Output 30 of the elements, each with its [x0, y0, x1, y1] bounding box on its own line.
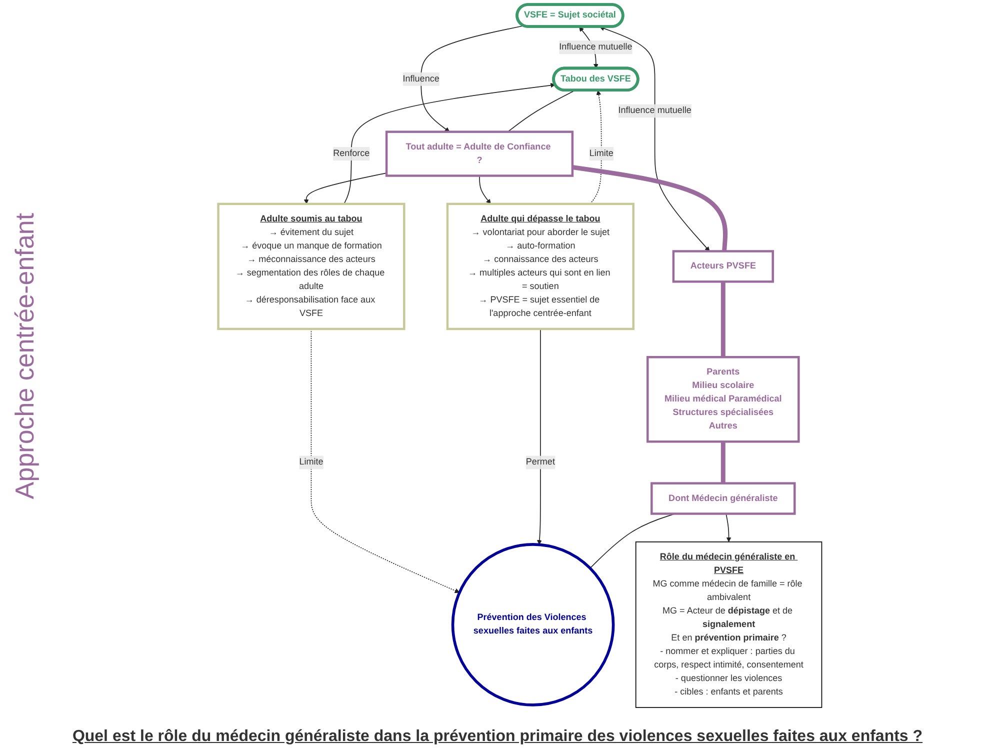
node-box: Rôle du médecin généraliste en PVSFE MG comme médecin de famille = rôle ambivalent MG = Acteur de dépistage et de signalement Et en prévention primaire ? - nommer et expliquer : parties du corps, respect intimité, consentement - questionner les violences - cibles : enfants et parents: [635, 541, 822, 708]
connector: [720, 282, 726, 358]
arrow: [537, 328, 542, 545]
edge-label: Limite: [589, 148, 614, 158]
arrow: [600, 26, 710, 252]
side-label: Approche centrée-enfant: [10, 212, 40, 500]
node-box: Adulte soumis au tabou → évitement du sujet → évoque un manque de formation → méconnaissance des acteurs → segmentation des rôles de chaque adulte → déresponsabilisation face aux VSFE: [217, 202, 406, 330]
edge-label: Influence mutuelle: [559, 42, 632, 52]
edge-label: Renforce: [333, 148, 370, 158]
arrow: [310, 328, 460, 594]
node-box: Tout adulte = Adulte de Confiance ?: [385, 130, 574, 177]
connector: [507, 90, 576, 132]
node-box: Dont Médecin généraliste: [650, 482, 796, 515]
arrow: [420, 25, 524, 132]
edge-label: Influence: [402, 74, 440, 84]
edge-label: Influence mutuelle: [618, 106, 692, 116]
arrow: [726, 513, 732, 542]
arrow: [304, 172, 387, 204]
connector: [720, 442, 726, 484]
arrow: [479, 175, 491, 204]
connector: [572, 165, 728, 252]
caption: Quel est le rôle du médecin généraliste dans la prévention primaire des violences sexuelles faites aux enfants ?: [71, 728, 924, 746]
node-box: Parents Milieu scolaire Milieu médical Paramédical Structures spécialisées Autres: [646, 356, 800, 443]
node-box: Adulte qui dépasse le tabou → volontariat pour aborder le sujet → auto-formation → connaissance des acteurs → multiples acteurs qui sont en lien = soutien → PVSFE = sujet essentiel de l'approche centrée-enfant: [446, 202, 634, 330]
node-circle: Prévention des Violences sexuelles faites aux enfants: [451, 543, 615, 706]
node-box: Acteurs PVSFE: [672, 250, 774, 283]
arrow: [344, 82, 556, 204]
arrow: [590, 90, 602, 204]
edge-label: Limite: [299, 457, 324, 467]
edge-label: Permet: [526, 457, 555, 467]
